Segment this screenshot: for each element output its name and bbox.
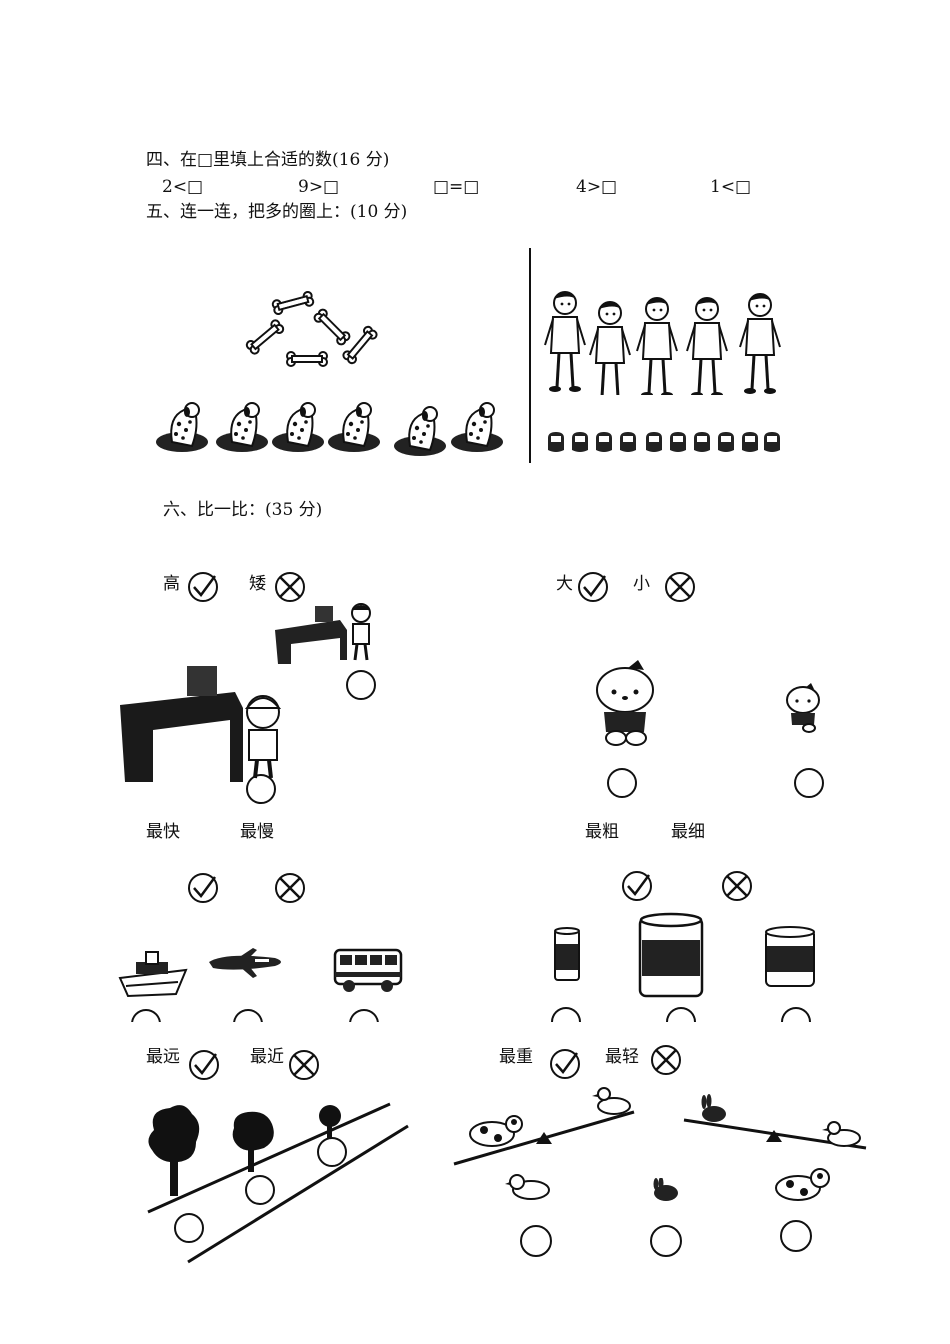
- cross-circle-icon: [722, 871, 752, 901]
- section-4-heading: 四、在□里填上合适的数(16 分): [146, 150, 390, 170]
- answer-circle-big-boy[interactable]: [245, 773, 277, 805]
- dog-icon: [327, 402, 381, 453]
- duck-icon: [822, 1121, 861, 1147]
- can-medium-icon: [765, 926, 815, 987]
- bone-icon: [311, 306, 353, 348]
- check-circle-icon: [550, 1049, 580, 1079]
- dog-icon: [393, 406, 447, 457]
- shoe-icon: [596, 432, 612, 452]
- shoe-icon: [646, 432, 662, 452]
- shoe-icon: [620, 432, 636, 452]
- dog-icon: [215, 402, 269, 453]
- rabbit-icon: [701, 1094, 726, 1122]
- answer-circle-big-kitty[interactable]: [606, 767, 638, 799]
- check-circle-icon: [578, 572, 608, 602]
- label-lightest: 最轻: [605, 1047, 639, 1067]
- kitty-small-icon: [786, 683, 820, 733]
- cross-circle-icon: [665, 572, 695, 602]
- can-thin-icon: [554, 927, 580, 981]
- shoe-icon: [572, 432, 588, 452]
- road-trees-illustration: [147, 1102, 409, 1264]
- answer-circle-large-tree[interactable]: [173, 1212, 205, 1244]
- dog-icon: [469, 1115, 523, 1147]
- shoe-icon: [694, 432, 710, 452]
- can-thick-icon: [638, 912, 704, 998]
- label-thinnest: 最细: [671, 822, 705, 842]
- label-heaviest: 最重: [499, 1047, 533, 1067]
- children-illustration: [543, 290, 782, 395]
- shoe-icon: [548, 432, 564, 452]
- shoes-illustration: [548, 432, 780, 452]
- label-big: 大: [556, 574, 573, 594]
- blank-item-3: □=□: [433, 177, 480, 197]
- blank-item-5: 1<□: [710, 177, 752, 197]
- answer-circle-plane[interactable]: [232, 1008, 272, 1022]
- shoe-icon: [670, 432, 686, 452]
- blank-item-4: 4>□: [576, 177, 618, 197]
- child-icon: [685, 296, 729, 395]
- bone-icon: [270, 290, 316, 316]
- check-circle-icon: [189, 1050, 219, 1080]
- shoe-icon: [742, 432, 758, 452]
- check-circle-icon: [622, 871, 652, 901]
- cross-circle-icon: [651, 1045, 681, 1075]
- shoe-icon: [718, 432, 734, 452]
- child-icon: [543, 290, 587, 394]
- answer-circle-duck[interactable]: [519, 1224, 553, 1258]
- shoe-icon: [764, 432, 780, 452]
- check-circle-icon: [188, 572, 218, 602]
- duck-icon: [592, 1087, 631, 1115]
- dog-icon: [775, 1168, 830, 1201]
- answer-circle-can-thick[interactable]: [665, 1006, 705, 1022]
- bones-illustration: [244, 290, 380, 367]
- cross-circle-icon: [275, 572, 305, 602]
- answer-circle-ship[interactable]: [130, 1008, 170, 1022]
- dogs-illustration: [155, 402, 504, 457]
- duck-icon: [505, 1174, 550, 1200]
- answer-circle-small-tree[interactable]: [316, 1136, 348, 1168]
- bone-icon: [340, 324, 380, 366]
- rabbit-icon: [653, 1178, 678, 1201]
- cross-circle-icon: [275, 873, 305, 903]
- answer-circle-can-thin[interactable]: [550, 1006, 590, 1022]
- section-5-heading: 五、连一连，把多的圈上：(10 分): [146, 202, 408, 222]
- answer-circle-small-kitty[interactable]: [793, 767, 825, 799]
- label-short: 矮: [249, 574, 266, 594]
- child-icon: [588, 300, 632, 395]
- answer-circle-bus[interactable]: [348, 1008, 388, 1022]
- dog-icon: [155, 402, 209, 453]
- section-5-divider: [529, 248, 531, 463]
- answer-circle-can-medium[interactable]: [780, 1006, 820, 1022]
- child-icon: [738, 292, 782, 395]
- desk-boy-illustration: [120, 603, 371, 782]
- label-fastest: 最快: [146, 822, 180, 842]
- seesaw-illustration: [453, 1087, 867, 1166]
- blank-item-2: 9>□: [298, 177, 340, 197]
- label-farthest: 最远: [146, 1047, 180, 1067]
- label-slowest: 最慢: [240, 822, 274, 842]
- kitty-large-icon: [596, 660, 654, 746]
- plane-icon: [209, 948, 281, 978]
- section-6-heading: 六、比一比：(35 分): [163, 500, 323, 520]
- check-circle-icon: [188, 873, 218, 903]
- blank-item-1: 2<□: [162, 177, 204, 197]
- bone-icon: [244, 317, 286, 357]
- cross-circle-icon: [289, 1050, 319, 1080]
- label-small: 小: [633, 574, 650, 594]
- answer-circle-dog[interactable]: [779, 1219, 813, 1253]
- answer-circle-small-boy[interactable]: [345, 669, 377, 701]
- dog-icon: [271, 402, 325, 453]
- child-icon: [635, 296, 679, 395]
- label-tall: 高: [163, 574, 180, 594]
- bus-icon: [333, 948, 403, 992]
- dog-icon: [450, 402, 504, 453]
- ship-icon: [118, 951, 188, 998]
- label-nearest: 最近: [250, 1047, 284, 1067]
- label-thickest: 最粗: [585, 822, 619, 842]
- answer-circle-medium-tree[interactable]: [244, 1174, 276, 1206]
- answer-circle-rabbit[interactable]: [649, 1224, 683, 1258]
- bone-icon: [286, 351, 328, 367]
